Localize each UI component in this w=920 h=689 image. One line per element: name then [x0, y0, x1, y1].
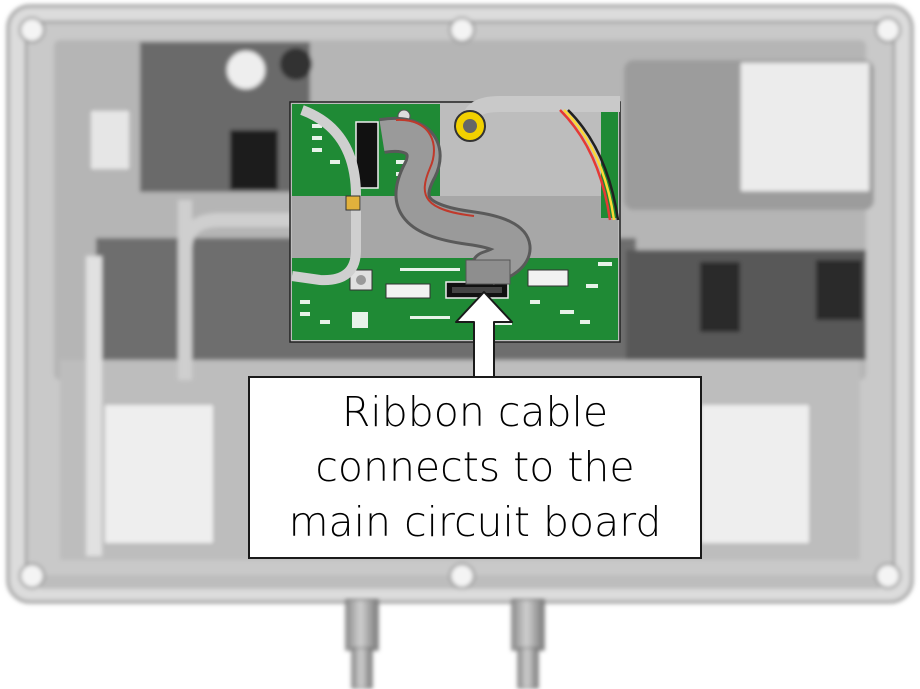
air-tubes [291, 96, 620, 286]
callout-line-3: main circuit board [288, 498, 662, 546]
mounting-holes [19, 17, 901, 589]
callout-line-1: Ribbon cable [341, 388, 609, 436]
circuit-board-main [292, 258, 618, 340]
callout-text: Ribbon cable connects to the main circui… [289, 385, 662, 550]
focus-window [289, 96, 621, 343]
ribbon-cable [379, 116, 532, 286]
callout-box: Ribbon cable connects to the main circui… [248, 376, 702, 559]
hose-fittings [345, 599, 545, 689]
callout-line-2: connects to the [315, 443, 635, 491]
wire-bundle [559, 109, 620, 221]
